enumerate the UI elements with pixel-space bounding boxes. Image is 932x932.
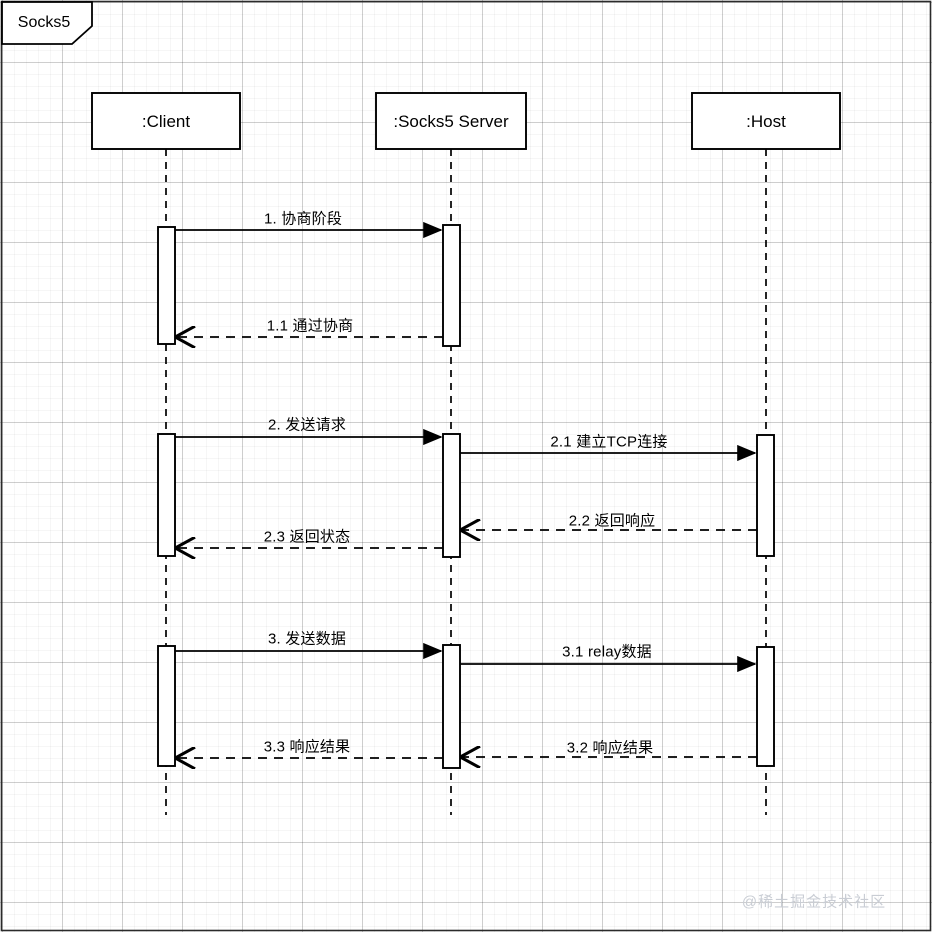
activation-bar-client[interactable] xyxy=(157,645,176,767)
participant-label-host: :Host xyxy=(746,112,786,131)
message-label-3-1: 3.1 relay数据 xyxy=(562,643,652,661)
participant-label-server: :Socks5 Server xyxy=(393,112,509,131)
activation-bar-host[interactable] xyxy=(756,646,775,767)
activation-bar-client[interactable] xyxy=(157,433,176,557)
activation-bar-client[interactable] xyxy=(157,226,176,345)
lifelines-group xyxy=(165,149,767,815)
participant-boxes-group xyxy=(91,92,841,150)
participant-box-server[interactable] xyxy=(375,92,527,150)
message-label-2: 2. 发送请求 xyxy=(267,416,347,434)
message-label-2-1: 2.1 建立TCP连接 xyxy=(550,433,668,451)
frame-title-tab xyxy=(1,1,93,45)
message-label-1: 1. 协商阶段 xyxy=(263,210,343,228)
message-arrows-group xyxy=(175,221,757,758)
watermark-label: @稀土掘金技术社区 xyxy=(741,893,887,911)
frame-title-label: Socks5 xyxy=(17,14,71,31)
activation-bars-group xyxy=(157,224,775,769)
message-label-3: 3. 发送数据 xyxy=(267,630,347,648)
participant-label-client: :Client xyxy=(141,112,191,131)
activation-bar-host[interactable] xyxy=(756,434,775,557)
activation-bar-server[interactable] xyxy=(442,644,461,769)
message-label-3-3: 3.3 响应结果 xyxy=(263,738,351,756)
message-label-1-1: 1.1 通过协商 xyxy=(266,317,354,335)
activation-bar-server[interactable] xyxy=(442,433,461,558)
message-label-2-3: 2.3 返回状态 xyxy=(263,528,351,546)
participant-box-client[interactable] xyxy=(91,92,241,150)
activation-bar-server[interactable] xyxy=(442,224,461,347)
message-label-3-2: 3.2 响应结果 xyxy=(566,739,654,757)
participant-box-host[interactable] xyxy=(691,92,841,150)
message-label-2-2: 2.2 返回响应 xyxy=(568,512,656,530)
